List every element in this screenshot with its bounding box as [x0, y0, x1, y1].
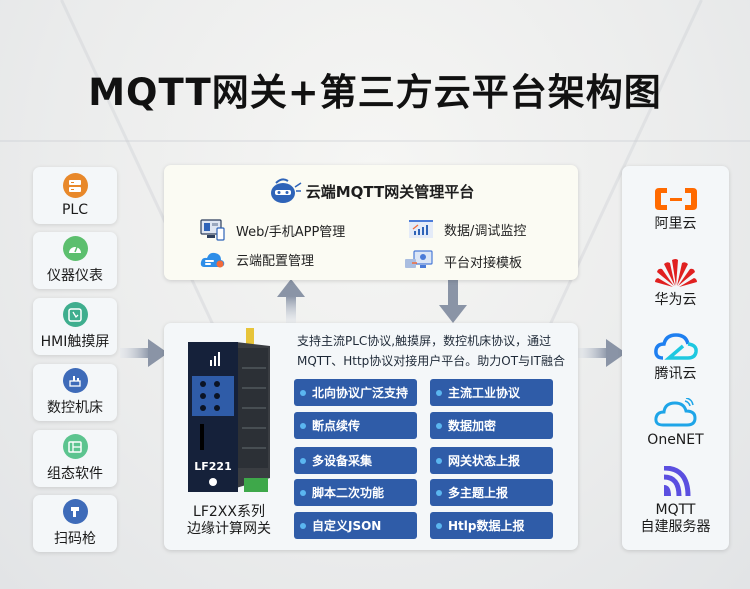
platform-dock-icon — [405, 250, 433, 268]
cnc-machine-icon — [62, 368, 88, 393]
device-card-plc: PLC — [33, 167, 117, 224]
scanner-icon — [62, 499, 88, 524]
feature-label: 北向协议广泛支持 — [312, 386, 409, 400]
platform-item-cloud-config: 云端配置管理 — [200, 250, 314, 269]
cloud-provider-label: MQTT — [655, 502, 696, 518]
feature-badge: 断点续传 — [294, 412, 417, 439]
bullet-icon — [300, 389, 306, 396]
cloud-provider-label: 自建服务器 — [640, 519, 711, 535]
bullet-icon — [300, 489, 306, 496]
feature-label: 网关状态上报 — [448, 454, 521, 468]
bullet-icon — [436, 422, 442, 429]
bullet-icon — [436, 457, 442, 464]
tencent-cloud-icon — [653, 333, 698, 360]
bullet-icon — [436, 489, 442, 496]
gateway-panel: LF221 LF2XX系列 边缘计算网关 支持主流PLC协议,触摸屏，数控机床协… — [164, 323, 578, 550]
feature-badge: Htlp数据上报 — [430, 512, 553, 539]
arrow-right-icon — [120, 339, 168, 367]
bullet-icon — [300, 522, 306, 529]
platform-item-dock-template: 平台对接模板 — [404, 250, 522, 272]
platform-item-label: Web/手机APP管理 — [236, 224, 346, 240]
device-card-scada: 组态软件 — [33, 430, 117, 487]
gateway-description: 支持主流PLC协议,触摸屏，数控机床协议，通过MQTT、Http协议对接用户平台… — [297, 334, 565, 368]
gateway-series-label: LF2XX系列 — [193, 504, 265, 520]
device-label: 仪器仪表 — [47, 268, 103, 284]
platform-item-web-app: Web/手机APP管理 — [200, 219, 345, 241]
aliyun-icon — [654, 188, 697, 210]
arrow-up-icon — [277, 279, 305, 323]
cloud-provider-label: 华为云 — [654, 292, 697, 308]
software-icon — [62, 434, 88, 459]
cloud-provider-tencent: 腾讯云 — [622, 332, 729, 383]
feature-badge: 多主题上报 — [430, 479, 553, 506]
feature-badge: 自定义JSON — [294, 512, 417, 539]
arrow-down-icon — [439, 279, 467, 323]
device-card-hmi: HMI触摸屏 — [33, 298, 117, 355]
platform-item-monitor: 数据/调试监控 — [408, 219, 526, 239]
server-icon — [62, 173, 88, 198]
gateway-device-image: LF221 — [188, 328, 270, 492]
feature-label: 主流工业协议 — [448, 386, 521, 400]
feature-label: Htlp数据上报 — [448, 519, 525, 533]
feature-label: 自定义JSON — [312, 519, 382, 533]
feature-label: 脚本二次功能 — [312, 486, 385, 500]
platform-item-label: 数据/调试监控 — [444, 223, 527, 239]
device-card-meter: 仪器仪表 — [33, 232, 117, 289]
cloud-provider-huawei: 华为云 — [622, 258, 729, 309]
bullet-icon — [436, 522, 442, 529]
device-label: 扫码枪 — [54, 531, 96, 547]
platform-item-label: 平台对接模板 — [444, 255, 523, 271]
cloud-provider-label: 阿里云 — [654, 216, 697, 232]
gateway-type-label: 边缘计算网关 — [187, 521, 271, 537]
feature-label: 断点续传 — [312, 419, 361, 433]
feature-badge: 脚本二次功能 — [294, 479, 417, 506]
cloud-provider-mqtt-server: MQTT 自建服务器 — [622, 465, 729, 536]
mascot-logo-icon — [270, 178, 302, 203]
device-label: PLC — [61, 202, 89, 218]
feature-label: 多主题上报 — [448, 486, 509, 500]
cloud-provider-label: OneNET — [647, 432, 704, 448]
feature-badge: 北向协议广泛支持 — [294, 379, 417, 406]
page-title: MQTT网关+第三方云平台架构图 — [88, 71, 662, 114]
cloud-provider-onenet: OneNET — [622, 397, 729, 449]
arrow-right-icon — [578, 339, 626, 367]
device-card-scanner: 扫码枪 — [33, 495, 117, 552]
touchscreen-icon — [62, 302, 88, 327]
feature-badge: 多设备采集 — [294, 447, 417, 474]
cloud-provider-label: 腾讯云 — [654, 366, 697, 382]
bullet-icon — [436, 389, 442, 396]
bullet-icon — [300, 457, 306, 464]
feature-badge: 网关状态上报 — [430, 447, 553, 474]
bullet-icon — [300, 422, 306, 429]
feature-label: 多设备采集 — [312, 454, 373, 468]
monitor-chart-icon — [409, 220, 433, 238]
device-label: HMI触摸屏 — [40, 334, 110, 350]
device-card-cnc: 数控机床 — [33, 364, 117, 421]
cloud-config-icon — [200, 252, 225, 267]
cloud-providers-panel: 阿里云 华为云 腾讯云 OneNET — [622, 166, 729, 550]
huawei-icon — [654, 259, 697, 287]
cloud-platform-title-text: 云端MQTT网关管理平台 — [305, 182, 475, 201]
device-label: 数控机床 — [47, 400, 103, 416]
onenet-icon — [653, 397, 697, 427]
cloud-management-panel: 云端MQTT网关管理平台 Web/手机APP管理 数据/调试监控 云端配置管理 … — [164, 165, 578, 280]
platform-item-label: 云端配置管理 — [236, 254, 315, 269]
mqtt-icon — [663, 465, 690, 497]
device-model-text: LF221 — [194, 460, 232, 473]
web-app-icon — [200, 219, 225, 241]
feature-badge: 数据加密 — [430, 412, 553, 439]
device-label: 组态软件 — [47, 466, 103, 482]
feature-badge: 主流工业协议 — [430, 379, 553, 406]
cloud-provider-aliyun: 阿里云 — [622, 186, 729, 233]
gauge-icon — [62, 236, 88, 261]
feature-label: 数据加密 — [448, 419, 497, 433]
cloud-platform-title: 云端MQTT网关管理平台 — [164, 177, 578, 205]
